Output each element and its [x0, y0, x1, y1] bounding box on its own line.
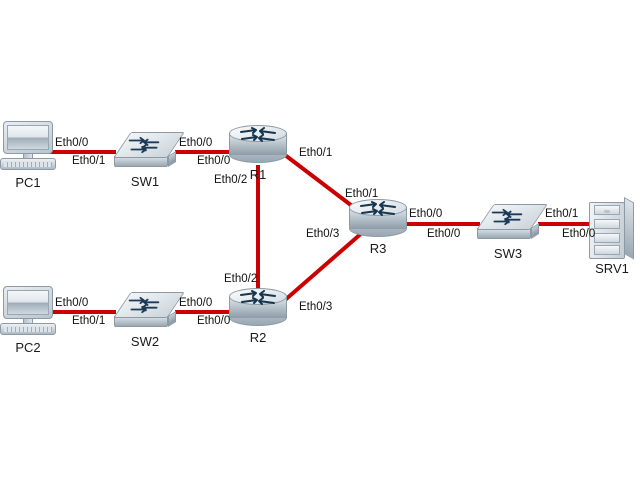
node-label-sw3: SW3: [493, 246, 523, 261]
node-label-pc1: PC1: [15, 175, 41, 190]
interface-label-r2-eth02: Eth0/2: [224, 273, 258, 285]
interface-label-r2-eth03: Eth0/3: [299, 301, 333, 313]
router-top: [229, 125, 287, 142]
node-label-r3: R3: [369, 241, 387, 256]
link-r1-r3: [283, 153, 362, 214]
keyboard: [0, 158, 56, 170]
interface-label-r1-eth00: Eth0/0: [197, 155, 231, 167]
node-sw2[interactable]: SW2: [113, 292, 185, 349]
node-sw3[interactable]: SW3: [476, 204, 548, 261]
interface-label-sw3-eth00: Eth0/0: [427, 228, 461, 240]
node-label-sw2: SW2: [130, 334, 160, 349]
node-sw1[interactable]: SW1: [113, 132, 185, 189]
node-r2[interactable]: R2: [229, 288, 287, 345]
node-srv1[interactable]: SRV1: [589, 197, 635, 276]
router-top: [229, 288, 287, 305]
router-top: [349, 199, 407, 216]
node-pc2[interactable]: PC2: [0, 286, 56, 355]
keyboard: [0, 323, 56, 335]
node-label-pc2: PC2: [15, 340, 41, 355]
interface-label-r2-eth00: Eth0/0: [197, 315, 231, 327]
switch-arrows-icon: [128, 136, 160, 154]
interface-label-r3-eth01: Eth0/1: [345, 188, 379, 200]
router-arrows-icon: [240, 290, 276, 305]
node-r1[interactable]: R1: [229, 125, 287, 182]
interface-label-pc2-eth00: Eth0/0: [55, 297, 89, 309]
interface-label-sw2-eth00: Eth0/0: [179, 297, 213, 309]
server-bay: [594, 245, 620, 255]
server-side: [624, 197, 634, 260]
interface-label-r3-eth03: Eth0/3: [306, 228, 340, 240]
node-pc1[interactable]: PC1: [0, 121, 56, 190]
server-bay: [594, 219, 620, 229]
server-bay: [594, 233, 620, 243]
node-label-sw1: SW1: [130, 174, 160, 189]
router-arrows-icon: [240, 127, 276, 142]
router-arrows-icon: [360, 201, 396, 216]
server-led: [604, 210, 610, 213]
interface-label-srv1-eth00: Eth0/0: [562, 228, 596, 240]
interface-label-r3-eth00: Eth0/0: [409, 208, 443, 220]
interface-label-r1-eth01: Eth0/1: [299, 147, 333, 159]
node-label-srv1: SRV1: [595, 261, 629, 276]
interface-label-sw1-eth01: Eth0/1: [72, 155, 106, 167]
switch-arrows-icon: [128, 296, 160, 314]
monitor-screen: [7, 125, 49, 150]
node-r3[interactable]: R3: [349, 199, 407, 256]
node-label-r2: R2: [249, 330, 267, 345]
interface-label-sw2-eth01: Eth0/1: [72, 315, 106, 327]
interface-label-sw1-eth00: Eth0/0: [179, 137, 213, 149]
interface-label-r1-eth02: Eth0/2: [214, 174, 248, 186]
interface-label-pc1-eth00: Eth0/0: [55, 137, 89, 149]
monitor-screen: [7, 290, 49, 315]
node-label-r1: R1: [249, 167, 267, 182]
interface-label-sw3-eth01: Eth0/1: [545, 208, 579, 220]
switch-arrows-icon: [491, 208, 523, 226]
link-r2-r3: [283, 230, 365, 302]
